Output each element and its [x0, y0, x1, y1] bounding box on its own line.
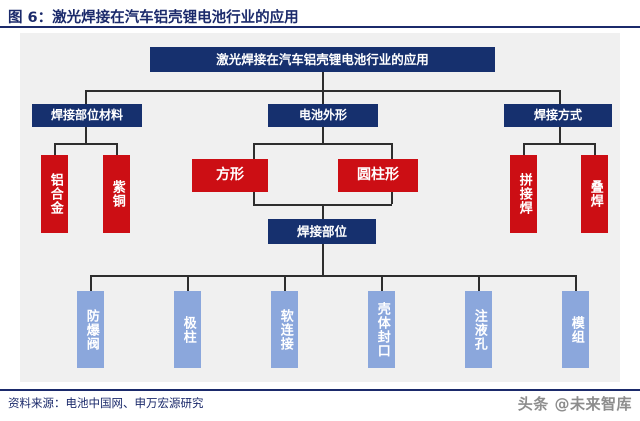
node-terminal-post[interactable]: 极柱 [174, 291, 201, 368]
node-aluminum-alloy-label: 铝合金 [47, 173, 63, 215]
connector-part-drop-2 [187, 275, 189, 291]
connector-level2-drop-2 [322, 90, 324, 105]
connector-method-drop-2 [594, 143, 596, 155]
node-module-label: 模组 [568, 315, 584, 344]
node-root[interactable]: 激光焊接在汽车铝壳锂电池行业的应用 [150, 47, 495, 72]
connector-root-stem [322, 72, 324, 90]
connector-material-bar [54, 143, 117, 145]
node-welding-method-label: 焊接方式 [533, 107, 582, 122]
node-welding-method[interactable]: 焊接方式 [504, 104, 612, 127]
connector-shape-top-bar [253, 143, 392, 145]
watermark-label: 头条 @未来智库 [517, 395, 632, 413]
connector-material-drop-2 [116, 143, 118, 155]
node-weld-position-label: 焊接部位 [296, 223, 347, 239]
connector-parts-stem [322, 244, 324, 275]
connector-part-drop-4 [381, 275, 383, 291]
node-root-label: 激光焊接在汽车铝壳锂电池行业的应用 [216, 51, 429, 67]
connector-method-stem [559, 127, 561, 143]
node-flexible-connection[interactable]: 软连接 [271, 291, 298, 368]
diagram-panel: 激光焊接在汽车铝壳锂电池行业的应用 焊接部位材料 电池外形 焊接方式 铝合金 紫… [20, 33, 620, 382]
node-aluminum-alloy[interactable]: 铝合金 [41, 155, 68, 233]
node-prismatic[interactable]: 方形 [192, 159, 268, 192]
connector-material-stem [85, 127, 87, 143]
connector-level2-drop-1 [85, 90, 87, 105]
node-flexible-connection-label: 软连接 [277, 308, 293, 351]
node-case-sealing[interactable]: 壳体封口 [368, 291, 395, 368]
node-lap-weld[interactable]: 叠焊 [581, 155, 608, 233]
node-battery-shape[interactable]: 电池外形 [268, 104, 378, 127]
node-electrolyte-filling-hole-label: 注液孔 [471, 308, 487, 351]
connector-method-bar [523, 143, 595, 145]
node-explosion-proof-valve[interactable]: 防爆阀 [77, 291, 104, 368]
node-butt-weld[interactable]: 拼接焊 [510, 155, 537, 233]
source-label: 资料来源：电池中国网、申万宏源研究 [8, 396, 204, 410]
connector-part-drop-1 [90, 275, 92, 291]
node-welding-material-label: 焊接部位材料 [50, 107, 123, 122]
connector-parts-bar [90, 275, 576, 277]
node-butt-weld-label: 拼接焊 [516, 173, 532, 215]
node-electrolyte-filling-hole[interactable]: 注液孔 [465, 291, 492, 368]
connector-part-drop-5 [478, 275, 480, 291]
footer-divider [0, 389, 640, 391]
node-weld-position[interactable]: 焊接部位 [268, 219, 376, 244]
node-explosion-proof-valve-label: 防爆阀 [83, 308, 99, 351]
node-cylindrical[interactable]: 圆柱形 [338, 159, 418, 192]
node-battery-shape-label: 电池外形 [298, 107, 347, 122]
title-divider [0, 26, 640, 28]
node-cylindrical-label: 圆柱形 [357, 166, 399, 183]
connector-shape-stem [322, 127, 324, 143]
page-title: 图 6：激光焊接在汽车铝壳锂电池行业的应用 [8, 10, 299, 26]
node-prismatic-label: 方形 [216, 166, 244, 183]
connector-part-drop-3 [284, 275, 286, 291]
node-copper-label: 紫铜 [109, 180, 125, 208]
node-welding-material[interactable]: 焊接部位材料 [32, 104, 142, 127]
connector-method-drop-1 [523, 143, 525, 155]
node-copper[interactable]: 紫铜 [103, 155, 130, 233]
node-lap-weld-label: 叠焊 [587, 180, 603, 208]
connector-shape-to-position [322, 204, 324, 219]
node-case-sealing-label: 壳体封口 [374, 301, 390, 358]
connector-part-drop-6 [575, 275, 577, 291]
node-terminal-post-label: 极柱 [180, 315, 196, 344]
node-module[interactable]: 模组 [562, 291, 589, 368]
connector-material-drop-1 [54, 143, 56, 155]
connector-level2-drop-3 [559, 90, 561, 105]
